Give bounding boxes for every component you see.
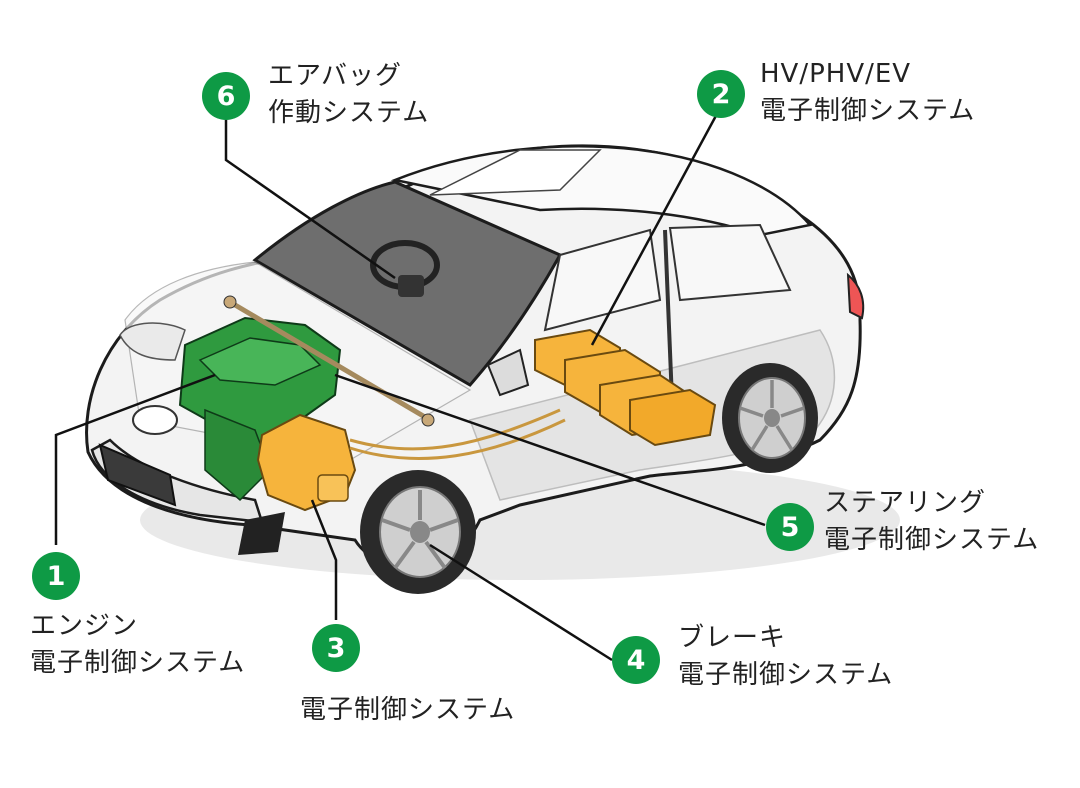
callout-badge-2: 2 — [697, 70, 745, 118]
callout-label-5-line-1: ステアリング — [824, 488, 987, 518]
front-spokes — [381, 490, 459, 570]
hv-cable-2 — [349, 418, 566, 461]
b-pillar — [663, 229, 674, 401]
callout-badge-3: 3 — [312, 624, 360, 672]
callout-label-4-line-2: 電子制御システム — [678, 660, 894, 690]
front-hub — [410, 521, 430, 543]
headlight-housing — [119, 322, 186, 361]
leader-line-4 — [429, 543, 613, 662]
callout-label-3: 電子制御システム — [300, 692, 515, 729]
leader-line-6 — [224, 118, 396, 280]
callout-badge-4: 4 — [612, 636, 660, 684]
callout-label-5-line-2: 電子制御システム — [824, 525, 1040, 555]
engine-detail — [198, 337, 322, 386]
tail-light — [846, 272, 865, 320]
callout-label-2: HV/PHV/EV 電子制御システム — [760, 56, 975, 130]
callout-badge-1: 1 — [32, 552, 80, 600]
motor-cap — [317, 474, 349, 502]
callout-label-1: エンジン 電子制御システム — [30, 608, 245, 682]
leader-line-5 — [334, 373, 766, 527]
engine-lower — [204, 408, 271, 502]
headlight — [132, 405, 178, 435]
hv-cable — [349, 408, 561, 451]
leader-line-1 — [54, 373, 216, 545]
steering-joint-left — [223, 295, 237, 309]
rear-spokes — [739, 380, 805, 451]
callout-label-1-line-1: エンジン — [30, 611, 139, 641]
steering-rod — [228, 299, 432, 423]
front-grille — [98, 443, 177, 507]
steering-joint-right — [421, 413, 435, 427]
battery-module-4 — [629, 388, 717, 447]
callout-label-3-line-1: 電子制御システム — [300, 695, 516, 725]
sunroof — [429, 149, 602, 196]
fog-lamp — [238, 512, 285, 555]
rear-hub — [764, 409, 780, 427]
callout-label-2-line-1: HV/PHV/EV — [760, 59, 912, 89]
side-mirror — [486, 348, 530, 397]
callout-badge-5: 5 — [766, 503, 814, 551]
steering-column — [398, 275, 424, 297]
callout-label-4: ブレーキ 電子制御システム — [678, 620, 893, 694]
rear-side-window — [668, 223, 792, 302]
callout-label-1-line-2: 電子制御システム — [30, 648, 246, 678]
callout-label-2-line-2: 電子制御システム — [760, 96, 976, 126]
callout-badge-6: 6 — [202, 72, 250, 120]
callout-label-5: ステアリング 電子制御システム — [824, 485, 1039, 559]
callout-label-4-line-1: ブレーキ — [678, 623, 787, 653]
callout-label-6: エアバッグ 作動システム — [268, 58, 429, 132]
leader-lines — [54, 111, 766, 662]
callout-label-6-line-1: エアバッグ — [268, 61, 402, 91]
front-side-window — [543, 228, 662, 332]
leader-line-2 — [590, 111, 720, 346]
callout-label-6-line-2: 作動システム — [268, 98, 430, 128]
leader-line-3 — [310, 499, 338, 620]
